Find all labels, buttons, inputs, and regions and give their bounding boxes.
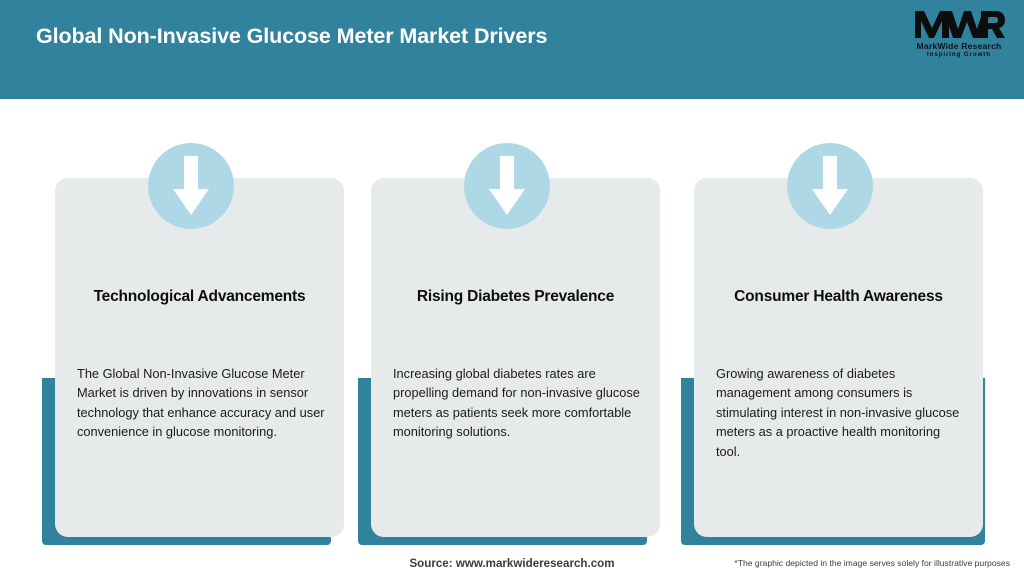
down-arrow-icon — [464, 143, 550, 229]
source-label: Source: www.markwideresearch.com — [409, 557, 615, 570]
card-title: Rising Diabetes Prevalence — [416, 288, 615, 305]
header-bar — [0, 0, 1024, 99]
driver-card[interactable]: Technological Advancements The Global No… — [42, 143, 346, 545]
card-panel: Rising Diabetes Prevalence Increasing gl… — [371, 178, 660, 537]
disclaimer-label: *The graphic depicted in the image serve… — [734, 558, 1010, 568]
mwr-logo-icon — [915, 11, 1005, 38]
card-body-text: Growing awareness of diabetes management… — [716, 366, 960, 459]
page-title: Global Non-Invasive Glucose Meter Market… — [36, 24, 548, 48]
card-body-text: Increasing global diabetes rates are pro… — [393, 366, 640, 440]
logo-company-name: MarkWide Research — [916, 41, 1002, 51]
down-arrow-glyph — [489, 156, 525, 215]
down-arrow-glyph — [812, 156, 848, 215]
brand-logo: MarkWide Research Inspiring Growth — [908, 8, 1010, 64]
down-arrow-icon — [787, 143, 873, 229]
driver-card[interactable]: Consumer Health Awareness Growing awaren… — [681, 143, 985, 545]
card-panel: Consumer Health Awareness Growing awaren… — [694, 178, 983, 537]
card-title: Technological Advancements — [93, 288, 306, 305]
down-arrow-icon — [148, 143, 234, 229]
down-arrow-glyph — [173, 156, 209, 215]
logo-tagline: Inspiring Growth — [927, 51, 991, 58]
card-body-text: The Global Non-Invasive Glucose Meter Ma… — [77, 366, 325, 440]
card-title: Consumer Health Awareness — [734, 288, 943, 305]
card-panel: Technological Advancements The Global No… — [55, 178, 344, 537]
driver-card[interactable]: Rising Diabetes Prevalence Increasing gl… — [358, 143, 662, 545]
